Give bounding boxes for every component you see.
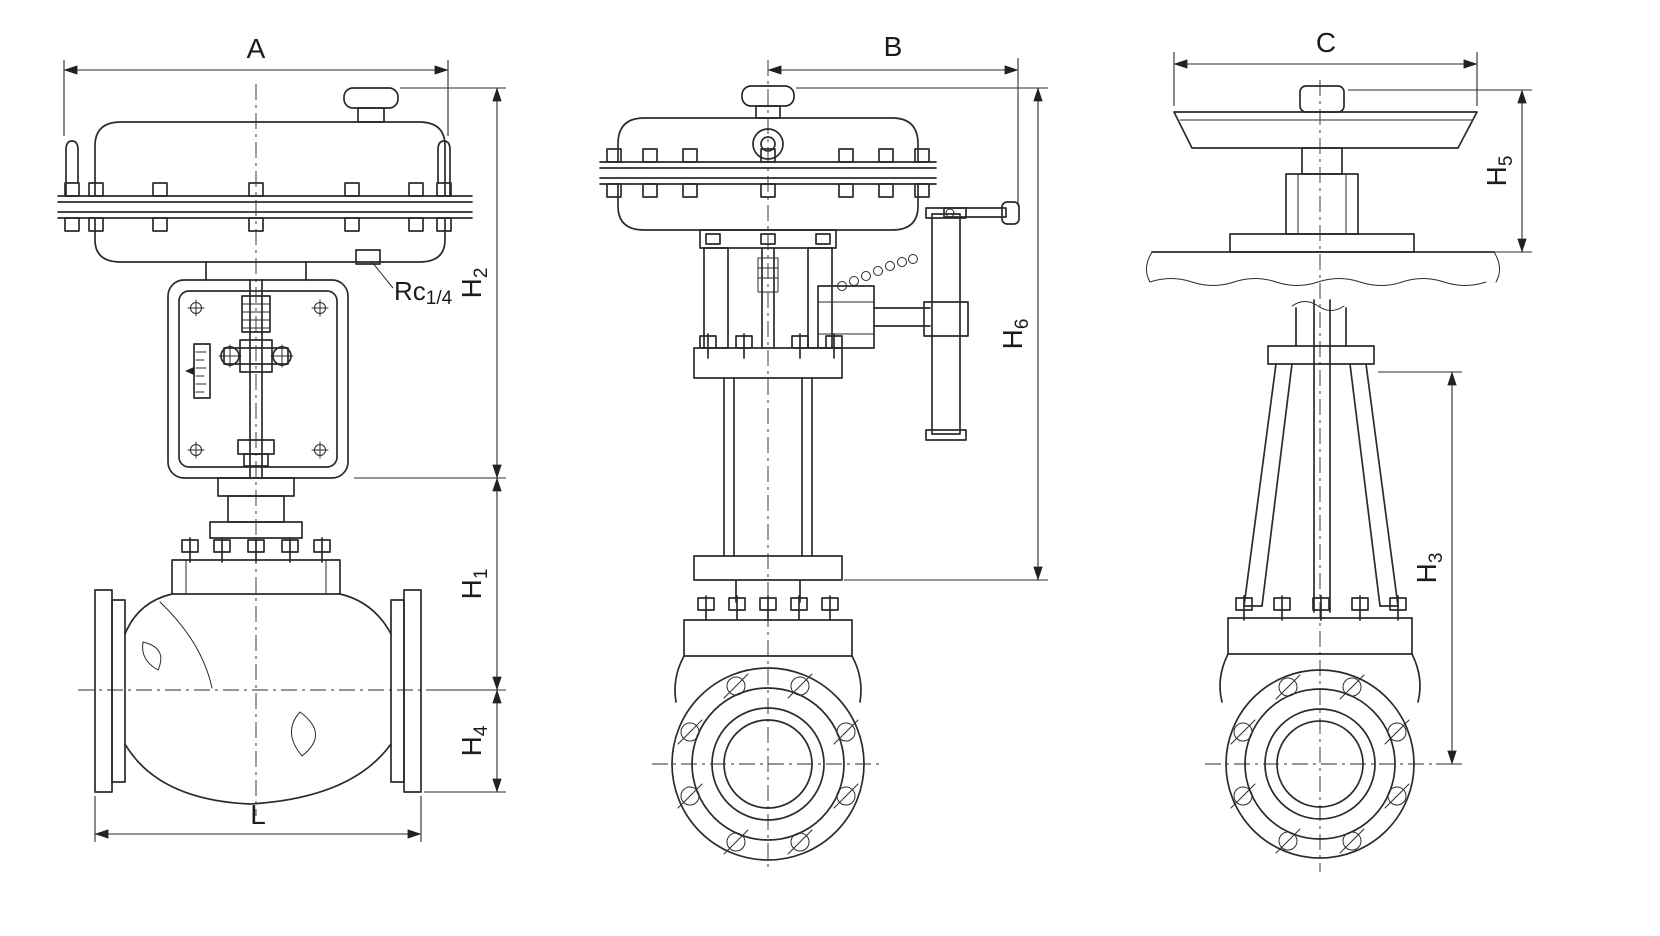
dim-label-h6: H6 (997, 319, 1033, 350)
yoke-side (693, 247, 843, 603)
bonnet-front (171, 477, 341, 595)
valve-rear (1219, 595, 1421, 859)
dim-label-h2: H2 (456, 268, 492, 299)
dimension-A: A (63, 33, 449, 136)
handwheel-rim (931, 213, 961, 435)
centerlines-front (78, 84, 436, 816)
dimension-H4: H4 (424, 689, 506, 793)
yoke-front (167, 279, 349, 479)
crank-handle (943, 207, 1007, 218)
dim-label-a: A (247, 33, 266, 64)
scale-pointer (185, 367, 194, 375)
mounting-bracket-right (437, 140, 451, 197)
centerlines-side (652, 60, 884, 872)
dim-label-h4: H4 (456, 725, 492, 756)
side-view: B H6 (599, 31, 1048, 872)
dimension-C: C (1173, 27, 1478, 106)
dimension-H1: H1 (436, 477, 506, 691)
actuator-knob (343, 87, 399, 109)
break-line (1149, 278, 1487, 286)
lifting-eye (752, 128, 784, 160)
valve-side (671, 595, 865, 861)
diaphragm-case-bottom (94, 217, 446, 263)
handwheel-stand (1285, 173, 1359, 235)
port-label: Rc1/4 (394, 276, 453, 309)
side-handwheel (817, 201, 1020, 441)
dim-label-b: B (884, 31, 903, 62)
handwheel-hub (923, 301, 969, 337)
dim-label-l: L (250, 799, 266, 830)
rear-view: C H5 H3 (1146, 27, 1532, 872)
mounting-bracket-left (65, 140, 79, 197)
chain (837, 254, 918, 291)
dimension-B: B (767, 31, 1019, 206)
valve-body-front (94, 589, 422, 805)
dimension-H6: H6 (796, 87, 1048, 581)
dim-label-h3: H3 (1411, 553, 1447, 584)
port-callout: Rc1/4 (371, 261, 453, 309)
centerlines-rear (1205, 80, 1436, 872)
dimension-H2: H2 (354, 87, 506, 479)
air-port (355, 249, 381, 265)
handwheel-nut (1299, 85, 1345, 113)
dimension-H5: H5 (1348, 89, 1532, 253)
diaphragm-case-top (94, 121, 446, 197)
pipe-flange-face (671, 667, 865, 861)
dimension-L: L (94, 796, 422, 842)
break-line-stem (1291, 301, 1345, 311)
actuator-front (57, 87, 473, 281)
pipe-flange-right (403, 589, 422, 793)
dimension-H3: H3 (1378, 371, 1462, 765)
handwheel-disc (1173, 111, 1478, 149)
actuator-side (599, 85, 937, 249)
front-view: Rc1/4 (57, 33, 506, 842)
dim-label-h1: H1 (456, 569, 492, 600)
pipe-flange-face-rear (1225, 669, 1415, 859)
top-handwheel-rear (1146, 85, 1500, 286)
pipe-flange-left (94, 589, 113, 793)
dim-label-c: C (1316, 27, 1336, 58)
dim-label-h5: H5 (1481, 156, 1517, 187)
yoke-rear (1243, 299, 1399, 613)
